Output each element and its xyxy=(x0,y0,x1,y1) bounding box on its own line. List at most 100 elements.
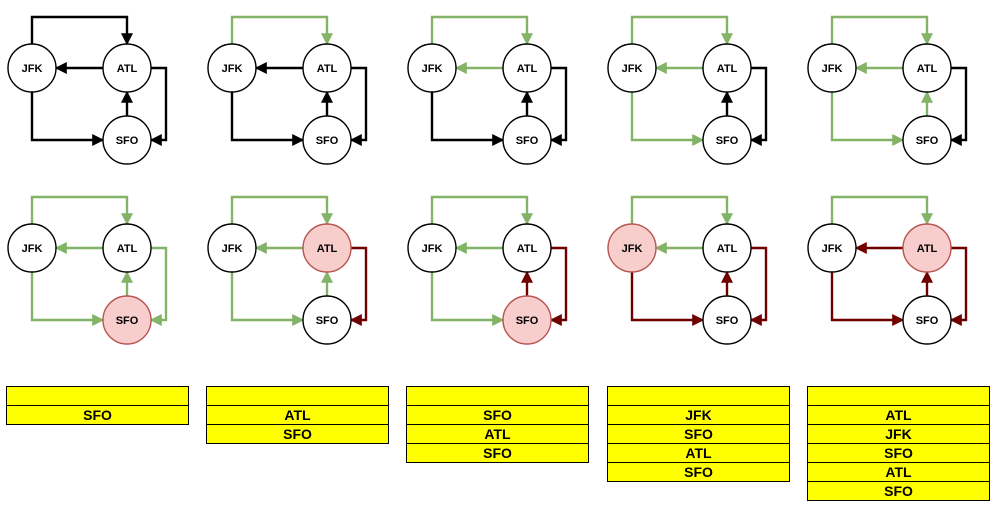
stack-cell: JFK xyxy=(807,424,990,444)
edge-jfk-to-sfo xyxy=(30,272,105,326)
node-sfo xyxy=(302,295,352,345)
node-atl xyxy=(102,43,152,93)
edge-jfk-to-atl xyxy=(30,195,133,226)
node-label-jfk: JFK xyxy=(22,63,43,75)
node-label-sfo: SFO xyxy=(716,315,739,327)
node-atl xyxy=(902,223,952,273)
node-jfk xyxy=(407,43,457,93)
edge-jfk-to-atl xyxy=(430,15,533,46)
stack-cell: SFO xyxy=(406,405,589,425)
node-sfo xyxy=(702,295,752,345)
node-label-sfo: SFO xyxy=(916,135,939,147)
node-sfo xyxy=(502,295,552,345)
node-sfo xyxy=(102,115,152,165)
stack-cell xyxy=(206,386,389,406)
edge-atl-to-sfo xyxy=(749,66,768,146)
edge-jfk-to-atl xyxy=(430,195,533,226)
node-label-jfk: JFK xyxy=(622,243,643,255)
stack-cell: ATL xyxy=(807,405,990,425)
stack-cell: ATL xyxy=(807,462,990,482)
node-label-sfo: SFO xyxy=(316,315,339,327)
node-label-atl: ATL xyxy=(717,63,738,75)
edge-jfk-to-sfo xyxy=(830,272,905,326)
node-sfo xyxy=(902,115,952,165)
edge-jfk-to-sfo xyxy=(630,272,705,326)
node-label-atl: ATL xyxy=(317,63,338,75)
node-atl xyxy=(302,43,352,93)
node-atl xyxy=(702,223,752,273)
stack-cell: SFO xyxy=(406,443,589,463)
graph-panel: JFK ATL SFO xyxy=(607,195,768,345)
edge-jfk-to-sfo xyxy=(430,272,505,326)
edge-atl-to-sfo xyxy=(349,66,368,146)
stack-1: SFO xyxy=(6,386,189,425)
stack-cell: SFO xyxy=(6,405,189,425)
stack-cell: SFO xyxy=(607,462,790,482)
node-jfk xyxy=(7,223,57,273)
node-label-atl: ATL xyxy=(117,63,138,75)
stack-cell xyxy=(406,386,589,406)
stack-cell xyxy=(607,386,790,406)
node-label-jfk: JFK xyxy=(422,63,443,75)
graph-panel: JFK ATL SFO xyxy=(7,15,168,165)
stack-cell xyxy=(807,386,990,406)
node-atl xyxy=(102,223,152,273)
node-label-sfo: SFO xyxy=(916,315,939,327)
node-label-jfk: JFK xyxy=(622,63,643,75)
stack-cell xyxy=(6,386,189,406)
node-label-atl: ATL xyxy=(717,243,738,255)
edge-atl-to-sfo xyxy=(349,246,368,326)
edge-jfk-to-atl xyxy=(630,195,733,226)
edge-jfk-to-sfo xyxy=(630,92,705,146)
node-jfk xyxy=(607,223,657,273)
stack-cell: ATL xyxy=(406,424,589,444)
node-label-sfo: SFO xyxy=(516,135,539,147)
stack-cell: ATL xyxy=(206,405,389,425)
stack-cell: SFO xyxy=(206,424,389,444)
node-label-atl: ATL xyxy=(317,243,338,255)
edge-jfk-to-sfo xyxy=(830,92,905,146)
edge-jfk-to-atl xyxy=(630,15,733,46)
edge-jfk-to-atl xyxy=(30,15,133,46)
edge-atl-to-sfo xyxy=(949,246,968,326)
node-jfk xyxy=(607,43,657,93)
edge-jfk-to-atl xyxy=(230,195,333,226)
node-jfk xyxy=(807,223,857,273)
node-jfk xyxy=(807,43,857,93)
node-label-sfo: SFO xyxy=(116,315,139,327)
node-label-atl: ATL xyxy=(117,243,138,255)
edge-jfk-to-sfo xyxy=(430,92,505,146)
edge-atl-to-sfo xyxy=(549,66,568,146)
edge-atl-to-sfo xyxy=(749,246,768,326)
node-jfk xyxy=(207,43,257,93)
node-sfo xyxy=(102,295,152,345)
node-label-jfk: JFK xyxy=(822,63,843,75)
edge-atl-to-sfo xyxy=(949,66,968,146)
node-jfk xyxy=(207,223,257,273)
stack-cell: SFO xyxy=(807,443,990,463)
node-label-jfk: JFK xyxy=(822,243,843,255)
node-label-sfo: SFO xyxy=(516,315,539,327)
edge-atl-to-sfo xyxy=(149,66,168,146)
node-label-atl: ATL xyxy=(917,63,938,75)
stack-cell: ATL xyxy=(607,443,790,463)
node-sfo xyxy=(702,115,752,165)
graph-panel: JFK ATL SFO xyxy=(807,15,968,165)
node-label-jfk: JFK xyxy=(22,243,43,255)
edge-jfk-to-atl xyxy=(830,15,933,46)
node-label-sfo: SFO xyxy=(116,135,139,147)
node-atl xyxy=(702,43,752,93)
edge-jfk-to-sfo xyxy=(230,272,305,326)
node-atl xyxy=(502,223,552,273)
node-jfk xyxy=(7,43,57,93)
